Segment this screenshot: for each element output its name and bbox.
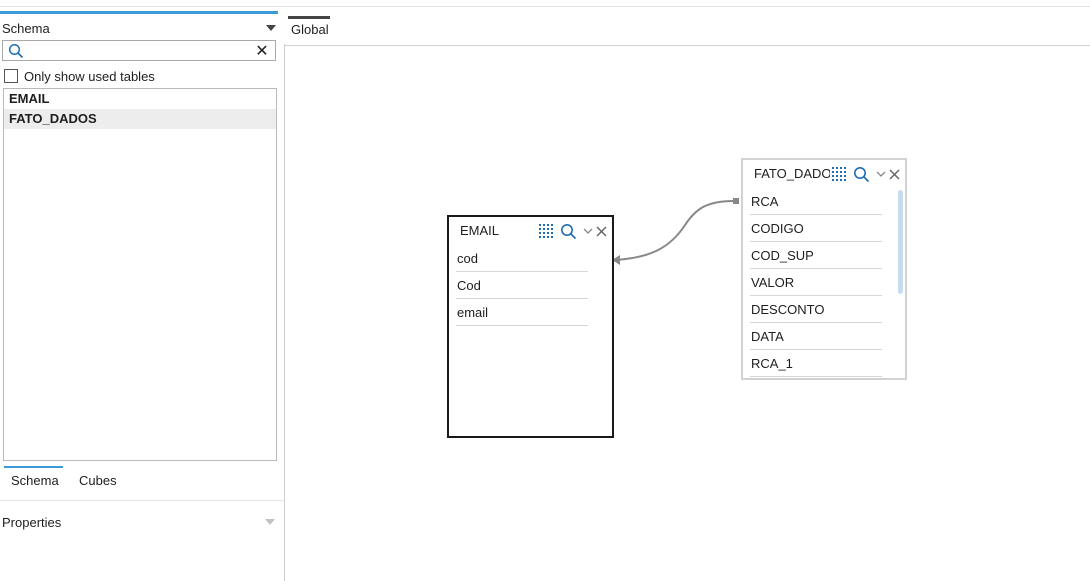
active-tab-indicator bbox=[288, 16, 330, 19]
table-list: EMAIL FATO_DADOS bbox=[3, 88, 277, 461]
schema-panel: Schema ✕ Only show used tables EMAIL FAT… bbox=[0, 14, 284, 581]
properties-header[interactable]: Properties bbox=[2, 512, 278, 532]
table-card-fato-dados[interactable]: FATO_DADOS RCA CODIGO COD_SUP VALOR DESC… bbox=[741, 158, 907, 380]
table-field[interactable]: DATA bbox=[750, 324, 882, 350]
table-field[interactable]: COD_SUP bbox=[750, 243, 882, 269]
window-top-border bbox=[0, 6, 1090, 7]
chevron-down-icon[interactable] bbox=[876, 170, 886, 178]
tab-global[interactable]: Global bbox=[288, 16, 330, 44]
properties-label: Properties bbox=[2, 514, 62, 530]
chevron-down-icon bbox=[265, 519, 275, 525]
table-field[interactable]: RCA_1 bbox=[750, 351, 882, 377]
grid-icon[interactable] bbox=[831, 166, 847, 182]
table-search-box[interactable]: ✕ bbox=[2, 40, 276, 61]
only-used-tables-toggle[interactable]: Only show used tables bbox=[4, 68, 155, 84]
grid-icon[interactable] bbox=[538, 223, 554, 239]
table-search-input[interactable] bbox=[3, 41, 253, 60]
only-used-tables-checkbox[interactable] bbox=[4, 69, 18, 83]
table-card-title: EMAIL bbox=[460, 223, 500, 238]
search-icon[interactable] bbox=[853, 166, 870, 183]
table-field[interactable]: RCA bbox=[750, 189, 882, 215]
panel-splitter[interactable] bbox=[284, 44, 285, 581]
relationship-connector[interactable] bbox=[600, 190, 750, 270]
canvas-top-border bbox=[284, 45, 1090, 46]
panel-tabs: Schema Cubes bbox=[0, 466, 284, 496]
table-card-email[interactable]: EMAIL cod Cod email bbox=[447, 215, 614, 438]
table-field[interactable]: cod bbox=[456, 246, 588, 272]
table-card-header[interactable]: EMAIL bbox=[449, 217, 612, 245]
field-list-scrollbar[interactable] bbox=[898, 190, 903, 294]
close-icon[interactable] bbox=[889, 169, 900, 180]
tab-schema[interactable]: Schema bbox=[11, 473, 59, 488]
chevron-down-icon[interactable] bbox=[583, 227, 593, 235]
active-tab-indicator bbox=[4, 466, 63, 468]
table-field[interactable]: CODIGO bbox=[750, 216, 882, 242]
table-field[interactable]: VALOR bbox=[750, 270, 882, 296]
table-list-item[interactable]: FATO_DADOS bbox=[4, 109, 276, 129]
panel-accent-bar bbox=[0, 11, 278, 14]
table-list-item[interactable]: EMAIL bbox=[9, 91, 50, 106]
tab-cubes[interactable]: Cubes bbox=[79, 473, 117, 488]
schema-dropdown-label: Schema bbox=[2, 20, 50, 36]
tab-global-label: Global bbox=[291, 22, 329, 37]
search-icon[interactable] bbox=[560, 223, 577, 240]
search-icon bbox=[8, 43, 24, 59]
tabs-divider bbox=[0, 500, 284, 501]
table-field[interactable]: email bbox=[456, 300, 588, 326]
only-used-tables-label: Only show used tables bbox=[24, 68, 155, 84]
schema-dropdown[interactable]: Schema bbox=[2, 18, 278, 38]
table-card-title: FATO_DADOS bbox=[754, 166, 830, 181]
table-field[interactable]: DESCONTO bbox=[750, 297, 882, 323]
table-field[interactable]: Cod bbox=[456, 273, 588, 299]
close-icon[interactable] bbox=[596, 226, 607, 237]
close-icon[interactable]: ✕ bbox=[255, 42, 269, 60]
chevron-down-icon bbox=[266, 25, 276, 31]
table-card-header[interactable]: FATO_DADOS bbox=[743, 160, 905, 188]
